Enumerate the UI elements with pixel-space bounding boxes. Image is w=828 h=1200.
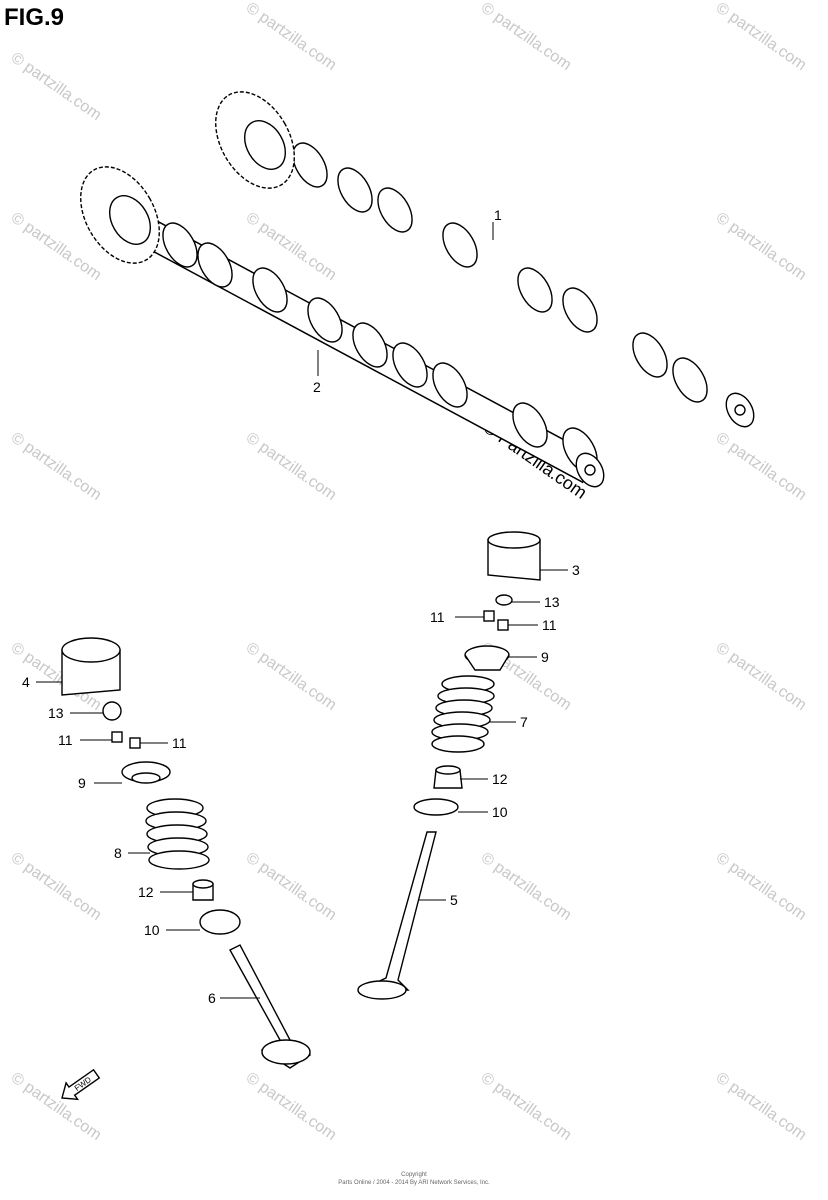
callout-label: 11	[172, 735, 187, 751]
camshaft-upper	[215, 91, 755, 428]
seat-10-left	[199, 909, 241, 935]
callout-label: 12	[492, 771, 508, 787]
watermark: © partzilla.com	[8, 49, 105, 124]
callout-label: 5	[450, 892, 458, 908]
cotter-11-left-a	[111, 731, 123, 743]
camshaft-lower	[80, 166, 605, 488]
cotter-11-right-a	[483, 610, 495, 622]
watermark: © partzilla.com	[478, 849, 575, 924]
leader-lines	[36, 222, 568, 999]
spring-7	[431, 675, 495, 753]
valve-train-right	[357, 531, 541, 1000]
watermark: © partzilla.com	[478, 1069, 575, 1144]
callout-label: 6	[208, 990, 216, 1006]
watermark: © partzilla.com	[713, 0, 810, 74]
watermark: © partzilla.com	[243, 0, 340, 74]
watermark: © partzilla.com	[243, 849, 340, 924]
footer-copyright: Copyright	[401, 1172, 427, 1178]
callout-label: 13	[48, 705, 64, 721]
callout-label: 13	[544, 594, 560, 610]
callout-label: 1	[494, 207, 502, 223]
tappet-3-top	[487, 531, 541, 549]
watermark: © partzilla.com	[243, 639, 340, 714]
valve-train-left	[61, 637, 312, 1069]
watermark: © partzilla.com	[8, 849, 105, 924]
footer-notice: Parts Online / 2004 - 2014 By ARI Networ…	[338, 1180, 490, 1186]
callout-label: 7	[520, 714, 528, 730]
shim-13-left	[102, 701, 122, 721]
watermark: © partzilla.com	[713, 429, 810, 504]
callout-label: 11	[542, 617, 557, 633]
shim-13-right	[495, 594, 513, 606]
watermark: © partzilla.com	[243, 429, 340, 504]
valve-5	[359, 831, 437, 991]
callout-label: 11	[58, 732, 73, 748]
watermark: © partzilla.com	[713, 639, 810, 714]
watermark: © partzilla.com	[713, 1069, 810, 1144]
callout-label: 4	[22, 674, 30, 690]
watermark: © partzilla.com	[713, 849, 810, 924]
spring-8	[145, 798, 210, 870]
seat-10-right	[413, 798, 459, 816]
callout-labels: 1 2 3 4 5 6 7 8 9 9 10 10 11 11 11 11 12…	[22, 207, 580, 1006]
callout-label: 12	[138, 884, 154, 900]
cotter-11-right-b	[497, 619, 509, 631]
callout-label: 10	[144, 922, 160, 938]
callout-label: 9	[541, 649, 549, 665]
watermark: © partzilla.com	[8, 429, 105, 504]
callout-label: 10	[492, 804, 508, 820]
callout-label: 3	[572, 562, 580, 578]
watermark: © partzilla.com	[713, 209, 810, 284]
callout-label: 11	[430, 609, 445, 625]
callout-label: 2	[313, 379, 321, 395]
cotter-11-left-b	[129, 737, 141, 749]
watermark: © partzilla.com	[478, 0, 575, 74]
watermark-layer: © partzilla.com © partzilla.com © partzi…	[8, 0, 810, 1144]
tappet-4-top	[61, 637, 121, 663]
fwd-arrow-icon: FWD	[61, 1068, 101, 1101]
callout-label: 9	[78, 775, 86, 791]
watermark: © partzilla.com	[243, 1069, 340, 1144]
figure-title: FIG.9	[4, 4, 65, 31]
callout-label: 8	[114, 845, 122, 861]
